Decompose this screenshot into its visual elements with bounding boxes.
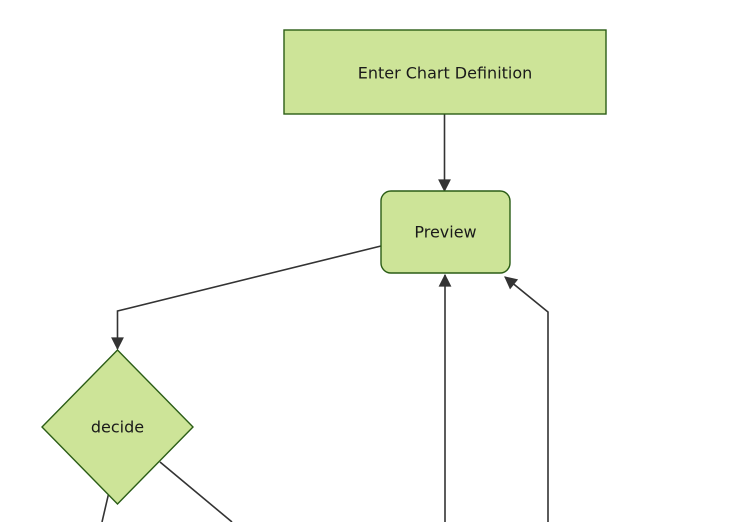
node-enter-chart-definition-label: Enter Chart Definition: [358, 64, 533, 83]
edge-offscreen-to-preview-corner: [504, 276, 549, 522]
node-preview: Preview: [380, 190, 511, 274]
node-preview-label: Preview: [414, 223, 476, 242]
node-decide-label: decide: [91, 418, 144, 437]
node-enter-chart-definition: Enter Chart Definition: [283, 29, 607, 115]
edge-decide-to-offscreen-left: [101, 491, 110, 522]
edge-decide-to-offscreen-right: [159, 461, 233, 522]
node-decide-shape: [41, 349, 194, 505]
node-decide: decide: [41, 349, 194, 505]
node-preview-shape: [380, 190, 511, 274]
node-enter-chart-definition-shape: [283, 29, 607, 115]
edge-preview-to-decide: [111, 245, 382, 351]
